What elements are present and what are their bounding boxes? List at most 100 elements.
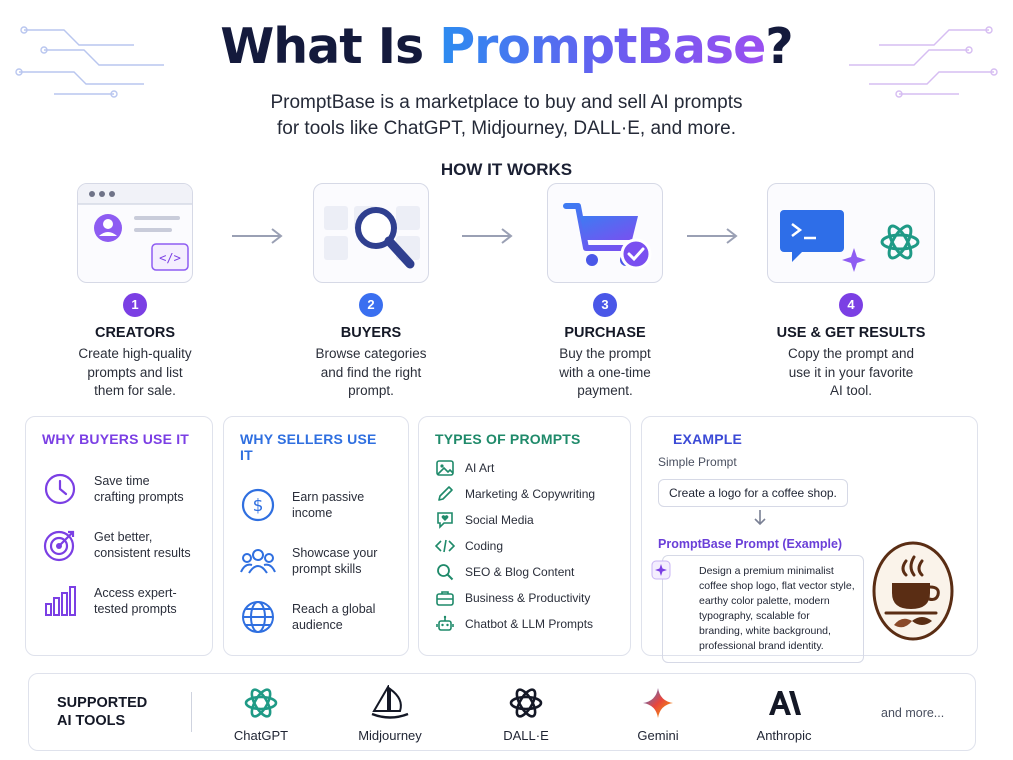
heart-chat-icon <box>435 510 455 530</box>
feature-item: Access expert- tested prompts <box>42 573 196 629</box>
arrow-right-icon <box>462 228 513 244</box>
promptbase-prompt-box: Design a premium minimalist coffee shop … <box>651 555 864 663</box>
arrow-down-icon <box>754 510 766 526</box>
tool-chatgpt[interactable]: ChatGPT <box>206 684 316 743</box>
circuit-decoration-right <box>849 26 998 98</box>
tool-dalle[interactable]: DALL·E <box>471 684 581 743</box>
feature-item: Get better, consistent results <box>42 517 196 573</box>
magnifier-grid-icon <box>313 183 429 283</box>
dollar-coin-icon: $ <box>240 487 276 523</box>
step-title: USE & GET RESULTS <box>776 325 926 341</box>
step-creators: </> 1 CREATORS Create high-quality promp… <box>35 183 235 401</box>
openai-icon <box>471 684 581 722</box>
bar-chart-icon <box>42 583 78 619</box>
tool-gemini[interactable]: Gemini <box>603 684 713 743</box>
robot-icon <box>435 614 455 634</box>
divider <box>191 692 192 732</box>
anthropic-ai-icon <box>729 684 839 722</box>
step-purchase: 3 PURCHASE Buy the prompt with a one-tim… <box>505 183 705 401</box>
prompt-type-item: Coding <box>435 533 614 559</box>
pen-icon <box>435 484 455 504</box>
prompt-type-item: Chatbot & LLM Prompts <box>435 611 614 637</box>
sailboat-icon <box>335 684 445 722</box>
feature-text: Earn passive income <box>292 490 365 520</box>
tool-midjourney[interactable]: Midjourney <box>335 684 445 743</box>
users-icon <box>240 543 276 579</box>
openai-icon <box>206 684 316 722</box>
clock-icon <box>42 471 78 507</box>
step-title: PURCHASE <box>564 325 646 341</box>
target-icon <box>42 527 78 563</box>
prompt-type-label: SEO & Blog Content <box>465 565 575 579</box>
prompt-type-label: Coding <box>465 539 504 553</box>
svg-text:$: $ <box>253 496 264 516</box>
step-description: Copy the prompt and use it in your favor… <box>787 346 915 398</box>
feature-item: $ Earn passive income <box>240 477 392 533</box>
panel-title: WHY SELLERS USE IT <box>240 431 377 463</box>
tool-name: ChatGPT <box>233 728 289 743</box>
prompt-type-label: Chatbot & LLM Prompts <box>465 617 594 631</box>
prompt-type-item: Business & Productivity <box>435 585 614 611</box>
feature-text: Access expert- tested prompts <box>94 586 177 616</box>
why-buyers-panel: WHY BUYERS USE IT Save time crafting pro… <box>25 416 213 656</box>
step-buyers: 2 BUYERS Browse categories and find the … <box>271 183 471 401</box>
types-of-prompts-panel: TYPES OF PROMPTS AI Art Marketing & Copy… <box>418 416 631 656</box>
tool-name: Gemini <box>637 728 679 743</box>
prompt-type-item: SEO & Blog Content <box>435 559 614 585</box>
feature-text: Get better, consistent results <box>94 530 191 560</box>
svg-text:</>: </> <box>159 251 181 265</box>
step-title: BUYERS <box>340 325 402 341</box>
shopping-cart-check-icon <box>547 183 663 283</box>
feature-text: Save time crafting prompts <box>94 474 184 504</box>
tool-name: Anthropic <box>756 728 812 743</box>
circuit-decoration-left <box>15 26 164 98</box>
step-number: 3 <box>593 293 617 317</box>
simple-prompt-box: Create a logo for a coffee shop. <box>658 479 848 507</box>
supported-tools-bar: SUPPORTED AI TOOLS ChatGPT Midjourney DA… <box>28 673 976 751</box>
coffee-cup-logo-icon <box>872 541 954 641</box>
terminal-chat-openai-icon <box>767 183 935 283</box>
prompt-type-item: AI Art <box>435 455 614 481</box>
tool-name: DALL·E <box>503 728 549 743</box>
step-description: Buy the prompt with a one-time payment. <box>559 346 651 398</box>
browser-profile-code-icon: </> <box>77 183 193 283</box>
header: What Is PromptBase? PromptBase is a mark… <box>0 14 1013 142</box>
sparkle-icon <box>651 560 671 580</box>
prompt-type-label: Marketing & Copywriting <box>465 487 596 501</box>
gemini-sparkle-icon <box>603 684 713 722</box>
promptbase-prompt-label: PromptBase Prompt (Example) <box>658 537 843 551</box>
why-sellers-panel: WHY SELLERS USE IT $ Earn passive income… <box>223 416 409 656</box>
page-subtitle: PromptBase is a marketplace to buy and s… <box>270 92 743 139</box>
search-icon <box>435 562 455 582</box>
panel-title: EXAMPLE <box>673 431 743 447</box>
prompt-type-item: Marketing & Copywriting <box>435 481 614 507</box>
globe-icon <box>240 599 276 635</box>
image-icon <box>435 458 455 478</box>
panel-title: TYPES OF PROMPTS <box>435 431 581 447</box>
simple-prompt-label: Simple Prompt <box>658 455 737 469</box>
feature-text: Reach a global audience <box>292 602 376 632</box>
feature-text: Showcase your prompt skills <box>292 546 378 576</box>
step-description: Create high-quality prompts and list the… <box>78 346 192 398</box>
step-number: 4 <box>839 293 863 317</box>
tool-anthropic[interactable]: Anthropic <box>729 684 839 743</box>
step-number: 2 <box>359 293 383 317</box>
supported-tools-heading: SUPPORTED AI TOOLS <box>57 695 148 729</box>
tool-name: Midjourney <box>358 728 422 743</box>
arrow-right-icon <box>232 228 283 244</box>
feature-item: Showcase your prompt skills <box>240 533 392 589</box>
prompt-type-label: AI Art <box>465 461 495 475</box>
feature-item: Reach a global audience <box>240 589 392 645</box>
example-panel: EXAMPLE Simple Prompt Create a logo for … <box>641 416 978 663</box>
feature-item: Save time crafting prompts <box>42 461 196 517</box>
step-use-results: 4 USE & GET RESULTS Copy the prompt and … <box>751 183 951 401</box>
arrow-right-icon <box>687 228 738 244</box>
panel-title: WHY BUYERS USE IT <box>42 431 190 447</box>
prompt-type-label: Business & Productivity <box>465 591 591 605</box>
how-it-works-heading: HOW IT WORKS <box>440 160 573 179</box>
briefcase-icon <box>435 588 455 608</box>
step-description: Browse categories and find the right pro… <box>315 346 427 398</box>
and-more-link[interactable]: and more... <box>881 706 945 720</box>
step-title: CREATORS <box>94 325 176 341</box>
prompt-type-label: Social Media <box>465 513 534 527</box>
